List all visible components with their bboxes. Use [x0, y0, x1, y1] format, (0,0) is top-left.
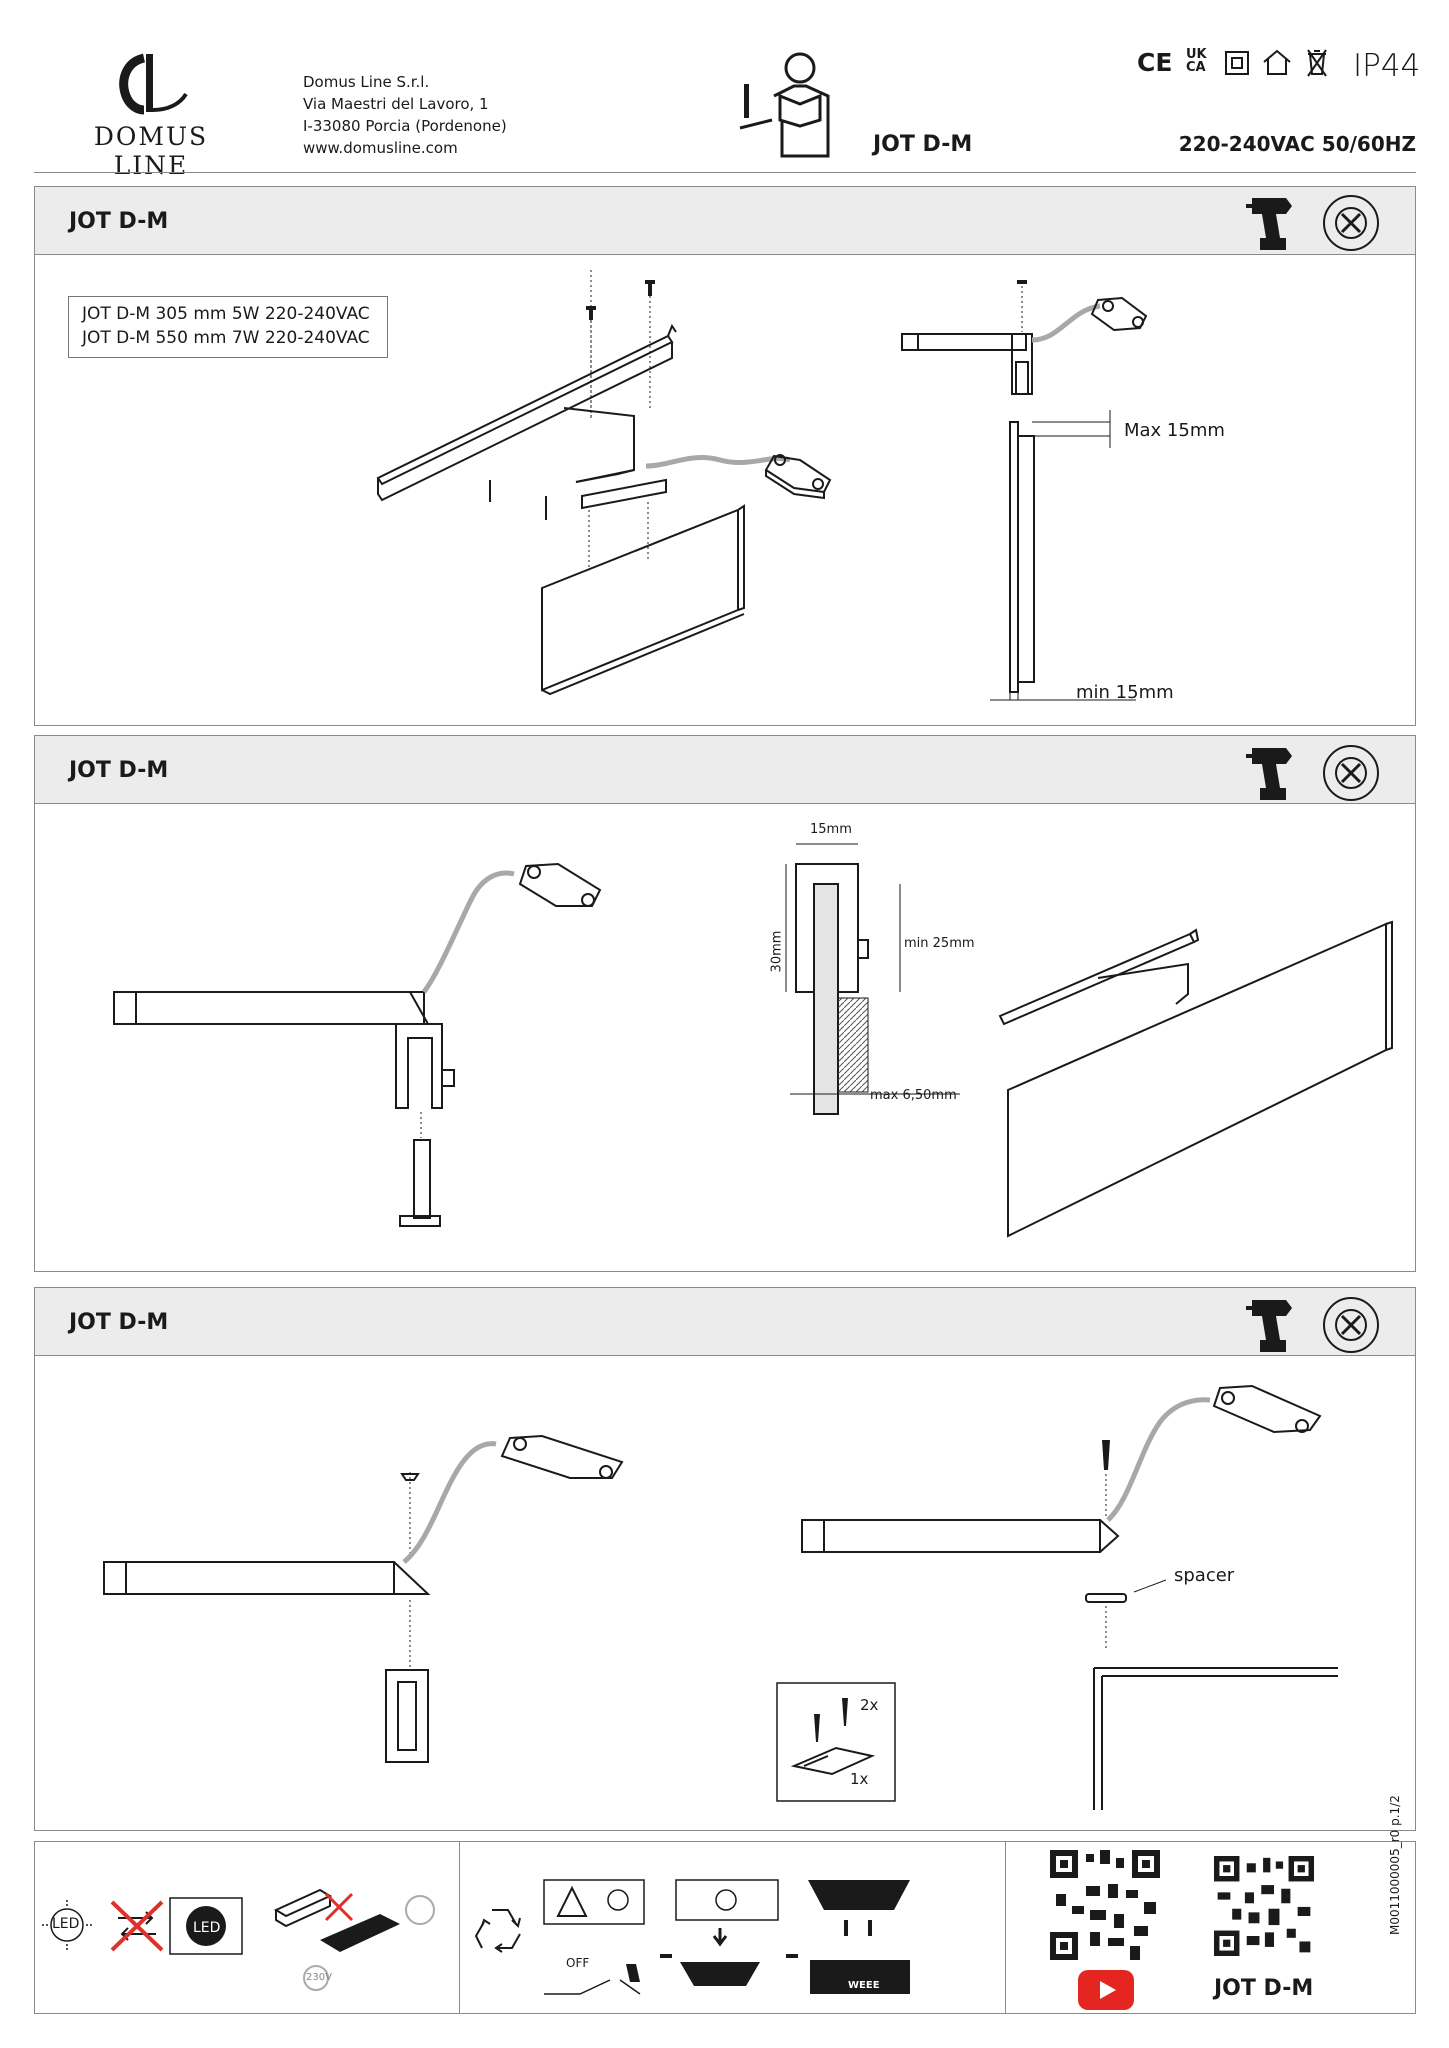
section-1-header: JOT D-M — [35, 187, 1415, 255]
section-2-title: JOT D-M — [69, 758, 169, 783]
header-model: JOT D-M — [873, 132, 973, 157]
domus-line-logo-icon — [119, 53, 188, 115]
company-street: Via Maestri del Lavoro, 1 — [303, 95, 489, 113]
section-1-assembly-drawing — [376, 270, 832, 696]
footer-model: JOT D-M — [1214, 1976, 1314, 2001]
section-2-header: JOT D-M — [35, 736, 1415, 804]
ce-mark: CE — [1137, 48, 1173, 77]
company-city: I-33080 Porcia (Pordenone) — [303, 117, 507, 135]
section-2-dimension-drawing — [785, 843, 960, 1115]
qr-code-icon[interactable] — [1050, 1850, 1160, 1960]
dim-max-650mm-label: max 6,50mm — [870, 1088, 957, 1103]
weee-bin-icon — [1307, 49, 1327, 77]
model-305: JOT D-M 305 mm 5W 220-240VAC — [82, 304, 370, 324]
disposal-steps-icon — [543, 1879, 910, 1995]
section-1: JOT D-M — [34, 186, 1416, 726]
led-label-2: LED — [193, 1920, 221, 1936]
spacer-label: spacer — [1174, 1565, 1235, 1586]
driver-no-replace-icon — [273, 1888, 435, 1991]
weee-label: WEEE — [848, 1980, 880, 1991]
indoor-use-icon — [1263, 49, 1291, 75]
qr-code-icon[interactable] — [1214, 1856, 1314, 1956]
company-name: Domus Line S.r.l. — [303, 73, 430, 91]
qty-1x-label: 1x — [850, 1770, 869, 1788]
dim-min-25mm-label: min 25mm — [904, 936, 975, 951]
drill-icon — [1246, 198, 1292, 250]
models-box: JOT D-M 305 mm 5W 220-240VAC JOT D-M 550… — [68, 296, 388, 358]
footer-divider-2 — [1005, 1842, 1006, 2013]
section-2: JOT D-M — [34, 735, 1416, 1272]
installer-icon — [739, 52, 830, 158]
drill-icon — [1246, 748, 1292, 800]
company-address: Domus Line S.r.l. Via Maestri del Lavoro… — [303, 71, 507, 159]
company-website[interactable]: www.domusline.com — [303, 139, 458, 157]
brand-name: DOMUS LINE — [93, 122, 209, 180]
section-3-title: JOT D-M — [69, 1310, 169, 1335]
min-15mm-label: min 15mm — [1076, 682, 1174, 703]
led-sun-icon — [42, 1900, 92, 1950]
kit-contents-drawing — [776, 1682, 896, 1802]
max-15mm-label: Max 15mm — [1124, 420, 1225, 441]
footer-divider-1 — [459, 1842, 460, 2013]
doc-code: M0011000005_r0 p.1/2 — [1388, 1795, 1402, 1935]
off-label: OFF — [566, 1956, 590, 1970]
footer-panel — [34, 1841, 1416, 2014]
section-1-title: JOT D-M — [69, 209, 169, 234]
no-replace-icon — [110, 1900, 164, 1952]
section-2-mirror-drawing — [998, 920, 1393, 1238]
section-3-header: JOT D-M — [35, 1288, 1415, 1356]
ip-rating: IP44 — [1353, 48, 1421, 84]
drill-icon — [1246, 1300, 1292, 1352]
recycle-icon — [474, 1909, 521, 1953]
dim-30mm-label: 30mm — [769, 930, 785, 973]
class2-icon — [1225, 51, 1249, 75]
no-tools-icon — [1323, 1297, 1379, 1353]
header-divider — [34, 172, 1416, 173]
no-tools-icon — [1323, 195, 1379, 251]
model-550: JOT D-M 550 mm 7W 220-240VAC — [82, 328, 370, 348]
v230-label: 230V — [306, 1972, 332, 1983]
section-3: JOT D-M — [34, 1287, 1416, 1831]
header-voltage: 220-240VAC 50/60HZ — [1178, 132, 1416, 156]
section-2-bracket-drawing — [113, 862, 602, 1227]
dim-15mm-label: 15mm — [810, 822, 852, 837]
ukca-mark: UK CA — [1186, 47, 1207, 75]
led-integrated-icon — [169, 1897, 243, 1955]
section-3-left-drawing — [103, 1434, 624, 1763]
no-tools-icon — [1323, 745, 1379, 801]
youtube-icon[interactable] — [1078, 1970, 1134, 2010]
section-3-right-drawing — [801, 1384, 1338, 1810]
led-label-1: LED — [52, 1916, 80, 1932]
section-1-clearance-drawing — [901, 280, 1148, 701]
qty-2x-label: 2x — [860, 1696, 879, 1714]
